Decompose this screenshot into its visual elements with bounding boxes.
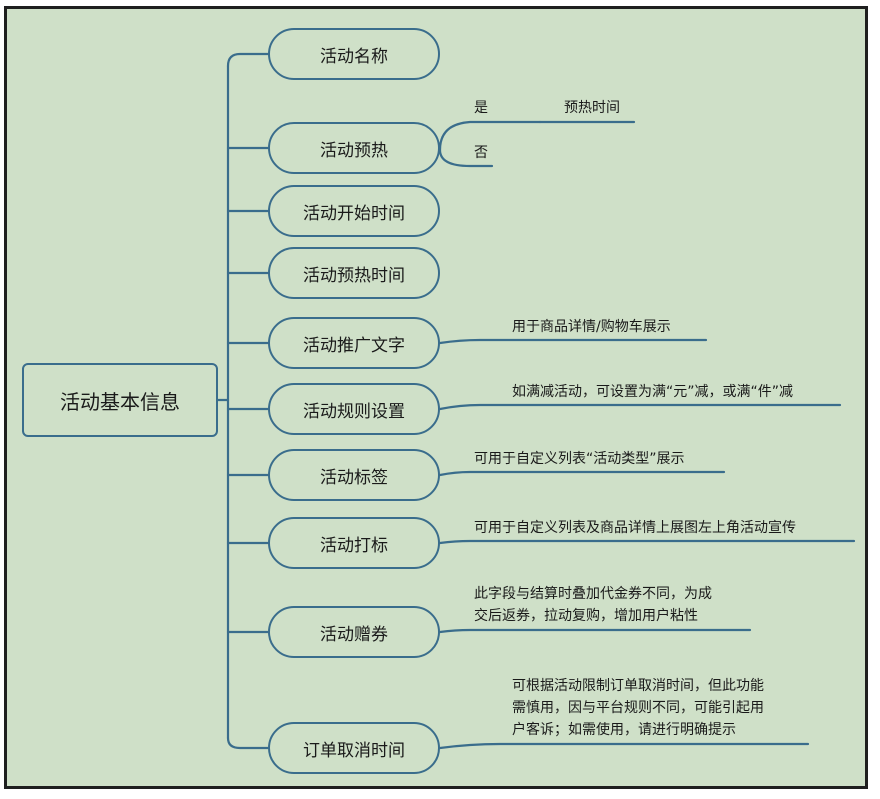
note-promo-text[interactable]: 用于商品详情/购物车展示 [512, 319, 671, 335]
preheat-option-no[interactable]: 否 [474, 145, 488, 161]
note-rule-setting[interactable]: 如满减活动，可设置为满“元”减，或满“件”减 [512, 384, 794, 400]
tag-connector [438, 470, 726, 477]
note-tag[interactable]: 可用于自定义列表“活动类型”展示 [474, 451, 685, 467]
preheat-option-yes-child[interactable]: 预热时间 [564, 100, 620, 116]
node-activity-preheat[interactable]: 活动预热 [268, 122, 440, 174]
root-node[interactable]: 活动基本信息 [22, 363, 218, 437]
node-activity-promo-text[interactable]: 活动推广文字 [268, 317, 440, 369]
note-cancel-line-2[interactable]: 需慎用，因与平台规则不同，可能引起用 [512, 700, 764, 716]
coupon-connector [438, 628, 752, 634]
preheat-option-yes[interactable]: 是 [474, 100, 488, 116]
node-order-cancel-time[interactable]: 订单取消时间 [268, 722, 440, 774]
note-coupon-line-2[interactable]: 交后返券，拉动复购，增加用户粘性 [474, 608, 698, 624]
note-coupon-line-1[interactable]: 此字段与结算时叠加代金券不同，为成 [474, 586, 712, 602]
node-activity-tag[interactable]: 活动标签 [268, 449, 440, 501]
node-activity-coupon[interactable]: 活动赠券 [268, 606, 440, 658]
note-cancel-line-1[interactable]: 可根据活动限制订单取消时间，但此功能 [512, 678, 764, 694]
rule-setting-connector [438, 403, 842, 411]
node-activity-preheat-time[interactable]: 活动预热时间 [268, 247, 440, 299]
marking-connector [438, 539, 856, 545]
node-activity-rule-setting[interactable]: 活动规则设置 [268, 383, 440, 435]
preheat-no-connector [438, 148, 494, 168]
preheat-yes-connector [438, 120, 542, 152]
branch-connector-10 [226, 736, 270, 750]
note-cancel-line-3[interactable]: 户客诉；如需使用，请进行明确提示 [512, 722, 736, 738]
branch-connector-1 [226, 52, 270, 68]
node-activity-marking[interactable]: 活动打标 [268, 517, 440, 569]
note-marking[interactable]: 可用于自定义列表及商品详情上展图左上角活动宣传 [474, 520, 796, 536]
cancel-connector [438, 742, 810, 750]
node-activity-start-time[interactable]: 活动开始时间 [268, 185, 440, 237]
node-activity-name[interactable]: 活动名称 [268, 28, 440, 80]
promo-text-connector [438, 338, 708, 345]
